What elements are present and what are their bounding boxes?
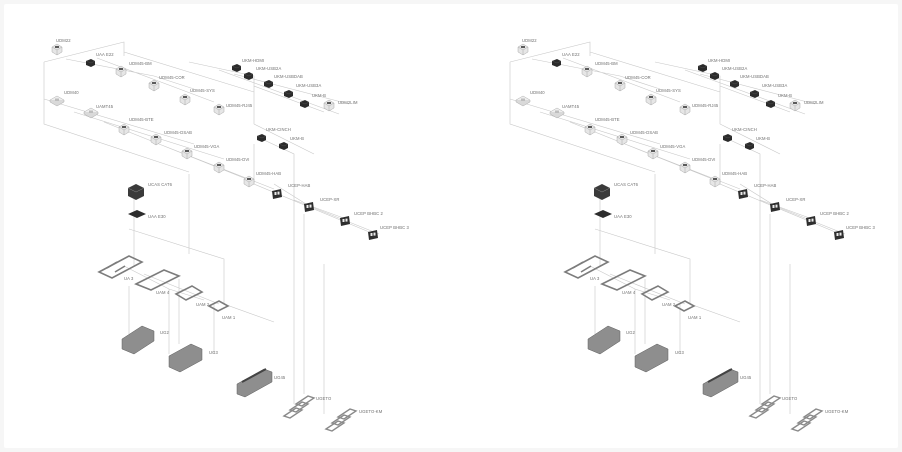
- label-ukm-b-right: UKM-B: [778, 93, 792, 98]
- label-ucas-cat6-right: UCAS CAT6: [614, 182, 639, 187]
- label-ug45: UG45: [274, 375, 286, 380]
- label-ukm-usb2a: UKM-USB2A: [256, 66, 281, 71]
- label-uaa-e30-right: UAA E30: [614, 214, 632, 219]
- label-udm45-vga: UDM45-VGA: [194, 144, 219, 149]
- label-udm2lim-right: UDM2LIM: [804, 100, 824, 105]
- label-ucep-xr-right: UCEP-XR: [786, 197, 806, 202]
- label-ug2-right: UG2: [626, 330, 635, 335]
- label-uam4-right: UAM 4: [622, 290, 636, 295]
- label-ukm-usb3a-right: UKM-USB3A: [762, 83, 787, 88]
- label-ugeto: UGETO: [316, 396, 332, 401]
- label-ukm-b-2-right: UKM-B: [756, 136, 770, 141]
- label-udm45-bm-right: UDM45-BM: [595, 61, 618, 66]
- label-uam4: UAM 4: [156, 290, 170, 295]
- label-ukm-b: UKM-B: [312, 93, 326, 98]
- label-udm22: UDM22: [56, 38, 71, 43]
- label-ug2: UG2: [160, 330, 169, 335]
- label-udm45-sys-right: UDM45-SYS: [656, 88, 681, 93]
- label-uam1-right: UAM 1: [688, 315, 702, 320]
- label-ukm-usb3a: UKM-USB3A: [296, 83, 321, 88]
- diagram-canvas: UDM22 UAA E22 UDM45-BM UDM45-COR UDM45-S…: [4, 4, 898, 448]
- label-udm45-rj45: UDM45-RJ45: [226, 103, 253, 108]
- label-udm40-right: UDM40: [530, 90, 545, 95]
- label-ug3: UG3: [209, 350, 218, 355]
- label-udm45-cor-right: UDM45-COR: [625, 75, 651, 80]
- label-ucep-bhbc-2: UCEP BHBC 2: [354, 211, 384, 216]
- label-udm45-bte: UDM45-BTE: [129, 117, 154, 122]
- label-uaa-e30: UAA E30: [148, 214, 166, 219]
- label-ucep-bhbc-3: UCEP BHBC 3: [380, 225, 410, 230]
- label-uam2-right: UAM 2: [662, 302, 676, 307]
- label-ukm-cinch-right: UKM-CINCH: [732, 127, 757, 132]
- label-udm45-sys: UDM45-SYS: [190, 88, 215, 93]
- label-ugeto-km-right: UGETO-KM: [825, 409, 849, 414]
- label-udm2lim: UDM2LIM: [338, 100, 358, 105]
- label-udm45-cor: UDM45-COR: [159, 75, 185, 80]
- label-ucep-hab: UCEP-HAB: [288, 183, 311, 188]
- label-ucep-hab-right: UCEP-HAB: [754, 183, 777, 188]
- label-ugeto-km: UGETO-KM: [359, 409, 383, 414]
- label-ukm-hdmi: UKM-HDMI: [242, 58, 264, 63]
- label-uam2: UAM 2: [196, 302, 210, 307]
- label-ukm-hdmi-right: UKM-HDMI: [708, 58, 730, 63]
- label-uaa-e22-right: UAA E22: [562, 52, 580, 57]
- label-uam1: UAM 1: [222, 315, 236, 320]
- label-ucep-bhbc-2-right: UCEP BHBC 2: [820, 211, 850, 216]
- label-ug45-right: UG45: [740, 375, 752, 380]
- label-ua3-right: UA 3: [590, 276, 600, 281]
- label-ua3: UA 3: [124, 276, 134, 281]
- label-udm45-hab-right: UDM45-HAB: [722, 171, 747, 176]
- label-udm45-dsab: UDM45-DSAB: [164, 130, 192, 135]
- label-ucep-xr: UCEP-XR: [320, 197, 340, 202]
- label-ug3-right: UG3: [675, 350, 684, 355]
- label-uaa-e22: UAA E22: [96, 52, 114, 57]
- label-udm45-vga-right: UDM45-VGA: [660, 144, 685, 149]
- diagram-half-right: UDM22 UAA E22 UDM45-BM UDM45-COR UDM45-S…: [509, 38, 876, 432]
- label-ukm-usbdab-right: UKM-USBDAB: [740, 74, 769, 79]
- label-udm45-dvi: UDM45-DVI: [226, 157, 249, 162]
- label-ucas-cat6: UCAS CAT6: [148, 182, 173, 187]
- label-uamt45: UAMT45: [96, 104, 114, 109]
- label-ukm-cinch: UKM-CINCH: [266, 127, 291, 132]
- label-udm45-dvi-right: UDM45-DVI: [692, 157, 715, 162]
- label-uamt45-right: UAMT45: [562, 104, 580, 109]
- label-udm45-hab: UDM45-HAB: [256, 171, 281, 176]
- label-udm45-bte-right: UDM45-BTE: [595, 117, 620, 122]
- label-ukm-b-2: UKM-B: [290, 136, 304, 141]
- label-ukm-usbdab: UKM-USBDAB: [274, 74, 303, 79]
- label-udm45-rj45-right: UDM45-RJ45: [692, 103, 719, 108]
- label-udm22-right: UDM22: [522, 38, 537, 43]
- diagram-half-left: UDM22 UAA E22 UDM45-BM UDM45-COR UDM45-S…: [43, 38, 410, 432]
- label-udm45-dsab-right: UDM45-DSAB: [630, 130, 658, 135]
- label-udm40: UDM40: [64, 90, 79, 95]
- label-ukm-usb2a-right: UKM-USB2A: [722, 66, 747, 71]
- label-ucep-bhbc-3-right: UCEP BHBC 3: [846, 225, 876, 230]
- label-ugeto-right: UGETO: [782, 396, 798, 401]
- product-family-diagram: UDM22 UAA E22 UDM45-BM UDM45-COR UDM45-S…: [43, 38, 876, 432]
- label-udm45-bm: UDM45-BM: [129, 61, 152, 66]
